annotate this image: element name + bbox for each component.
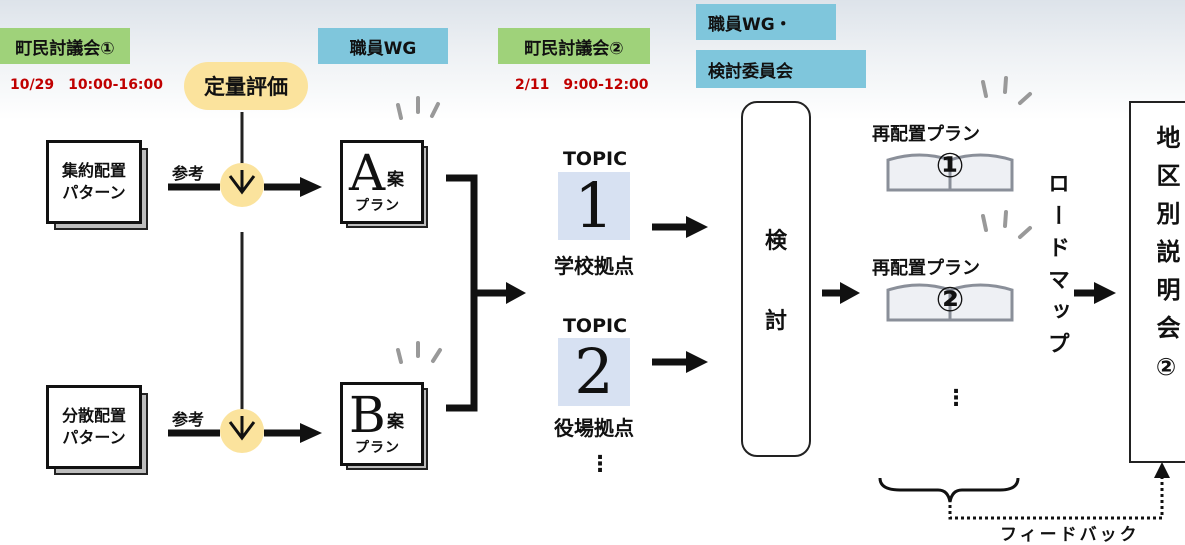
doc-front: 集約配置 パターン — [46, 140, 142, 224]
topic-name-1: 学校拠点 — [554, 254, 634, 278]
stage-staff-wg-committee-2: 検討委員会 — [696, 50, 866, 88]
plan-suffix: 案 — [387, 412, 404, 432]
plan-front: B 案 プラン — [340, 382, 424, 466]
review-char-1: 検 — [764, 229, 787, 254]
plan-sub: プラン — [355, 198, 400, 214]
stage-staff-wg-committee-1: 職員WG・ — [696, 4, 836, 40]
topic-ellipsis: ⋮ — [589, 452, 611, 477]
stage-meeting1: 町民討議会① — [0, 28, 130, 64]
reference-label-a: 参考 — [172, 164, 205, 183]
pattern-distributed: 分散配置 パターン — [46, 385, 148, 475]
pattern-line2: パターン — [62, 183, 126, 202]
feedback-label: フィードバック — [1000, 525, 1140, 545]
district-meeting-label: 地区別説明会② — [1152, 125, 1180, 395]
meeting1-date: 10/29 10:00-16:00 — [10, 77, 164, 93]
stage-meeting2: 町民討議会② — [498, 28, 650, 64]
plan-letter: A — [349, 144, 386, 202]
quantitative-eval-pill: 定量評価 — [184, 62, 308, 110]
plan-a: A 案 プラン — [340, 140, 428, 228]
topic-label-1: TOPIC — [562, 148, 628, 170]
doc-front: 分散配置 パターン — [46, 385, 142, 469]
pattern-line1: 集約配置 — [61, 161, 126, 180]
topic-label-2: TOPIC — [562, 315, 628, 337]
replan-number-2: ② — [935, 280, 965, 320]
district-meeting-box: 地区別説明会② — [1129, 101, 1185, 463]
plan-suffix: 案 — [387, 170, 404, 190]
plan-letter: B — [349, 386, 386, 444]
reference-label-b: 参考 — [172, 410, 205, 429]
roadmap-label: ロードマップ — [1044, 172, 1069, 364]
replan-number-1: ① — [935, 146, 965, 186]
plan-front: A 案 プラン — [340, 140, 424, 224]
replan-label-1: 再配置プラン — [872, 124, 980, 145]
review-char-2: 討 — [764, 309, 787, 334]
pattern-concentrated: 集約配置 パターン — [46, 140, 148, 230]
replan-ellipsis: ⋮ — [945, 386, 967, 411]
topic-number-1: 1 — [558, 172, 630, 240]
topic-number-2: 2 — [558, 338, 630, 406]
plan-sub: プラン — [355, 440, 400, 456]
meeting2-date: 2/11 9:00-12:00 — [515, 77, 649, 93]
pattern-line2: パターン — [62, 428, 126, 447]
replan-label-2: 再配置プラン — [872, 258, 980, 279]
pattern-line1: 分散配置 — [61, 406, 126, 425]
stage-staff-wg: 職員WG — [318, 28, 448, 64]
plan-b: B 案 プラン — [340, 382, 428, 470]
topic-name-2: 役場拠点 — [554, 416, 634, 440]
review-box: 検 討 — [741, 101, 811, 457]
